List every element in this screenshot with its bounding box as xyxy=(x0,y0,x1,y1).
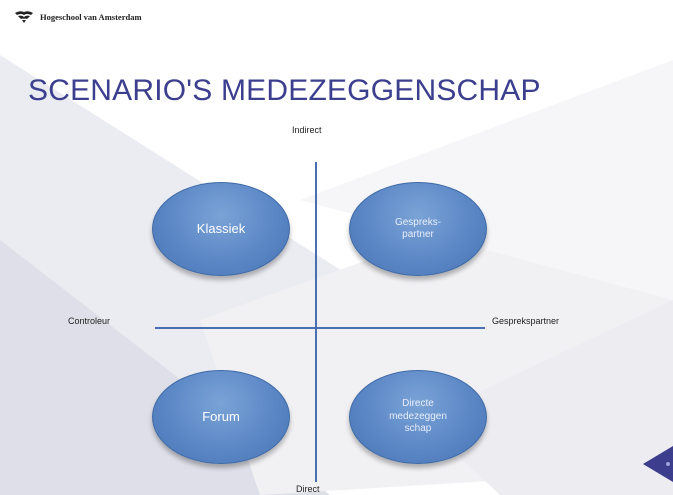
quadrant-klassiek-label: Klassiek xyxy=(196,220,246,236)
axis-label-right: Gesprekspartner xyxy=(492,316,560,326)
quadrant-directe-line2: medezeggen xyxy=(389,410,447,422)
axis-label-bottom: Direct xyxy=(296,484,320,494)
axis-label-top: Indirect xyxy=(292,125,322,135)
corner-triangle xyxy=(643,446,673,482)
quadrant-directe-line1: Directe xyxy=(402,398,434,410)
quadrant-directe-medezeggenschap: Directe medezeggen schap xyxy=(349,370,487,464)
axis-label-left: Controleur xyxy=(68,316,111,326)
hva-logo-icon xyxy=(15,11,33,23)
quadrant-klassiek: Klassiek xyxy=(152,182,290,276)
quadrant-gesprekspartner: Gespreks- partner xyxy=(349,182,487,276)
logo-text: Hogeschool van Amsterdam xyxy=(40,12,142,22)
quadrant-gesprekspartner-line2: partner xyxy=(402,229,434,240)
page-title: SCENARIO'S MEDEZEGGENSCHAP xyxy=(28,74,541,107)
quadrant-directe-line3: schap xyxy=(404,423,432,435)
logo: Hogeschool van Amsterdam xyxy=(14,10,142,24)
quadrant-forum: Forum xyxy=(152,370,290,464)
quadrant-gesprekspartner-line1: Gespreks- xyxy=(394,216,442,228)
quadrant-forum-label: Forum xyxy=(202,408,240,424)
